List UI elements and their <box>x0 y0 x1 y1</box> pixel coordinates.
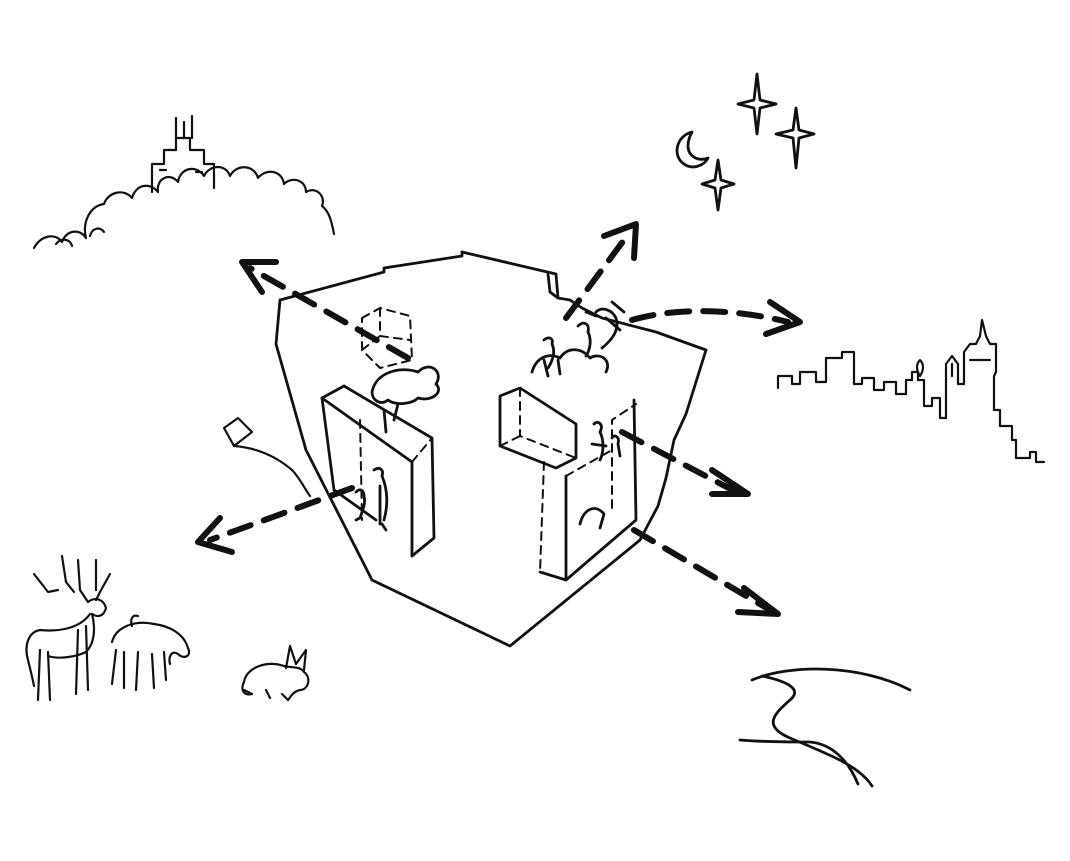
forest-hill-with-castle <box>32 114 336 250</box>
star-icon <box>736 72 778 136</box>
city-skyline <box>776 318 1046 464</box>
winding-river <box>738 667 912 788</box>
moon-icon <box>675 130 710 169</box>
star-icon <box>774 106 816 170</box>
arrowhead-icon <box>195 515 235 555</box>
cube-building <box>274 250 708 648</box>
arrow-to-forest <box>247 265 411 361</box>
arrowhead-icon <box>239 259 279 295</box>
arrowhead-icon <box>601 221 639 261</box>
arrow-to-city <box>629 308 791 325</box>
arrow-to-river <box>631 527 773 613</box>
star-icon <box>700 158 736 212</box>
arrowhead-icon <box>735 585 781 617</box>
arrowhead-icon <box>763 299 803 337</box>
view-arrows <box>195 221 803 617</box>
deer-and-animals <box>25 554 191 702</box>
arrow-to-animals <box>207 485 355 543</box>
moon-and-stars <box>675 72 816 212</box>
arrow-to-sky <box>563 229 633 321</box>
kite <box>222 416 312 498</box>
rabbit <box>241 644 310 702</box>
arrowhead-icon <box>709 467 751 497</box>
arrow-to-east <box>619 429 743 497</box>
